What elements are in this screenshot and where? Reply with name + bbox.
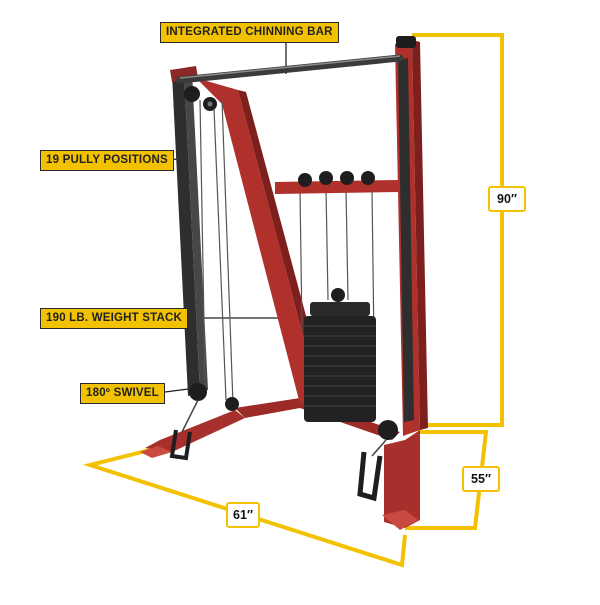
height-dimension: 90″ [488,186,526,212]
left-pulleys [184,86,217,111]
depth-dimension: 55″ [462,466,500,492]
pulley-positions-callout: 19 PULLY POSITIONS [40,150,174,171]
weight-stack [304,288,376,422]
chinning-bar [176,54,404,84]
lower-hardware [169,383,398,502]
stack-crossbar [275,171,400,194]
base-frame [140,398,420,530]
swivel-callout: 180º SWIVEL [80,383,165,404]
right-tower [395,36,428,436]
weight-stack-callout: 190 LB. WEIGHT STACK [40,308,189,329]
width-dimension: 61″ [226,502,260,528]
chinning-bar-callout: INTEGRATED CHINNING BAR [160,22,339,43]
left-tower [170,66,208,396]
cables [199,99,376,421]
